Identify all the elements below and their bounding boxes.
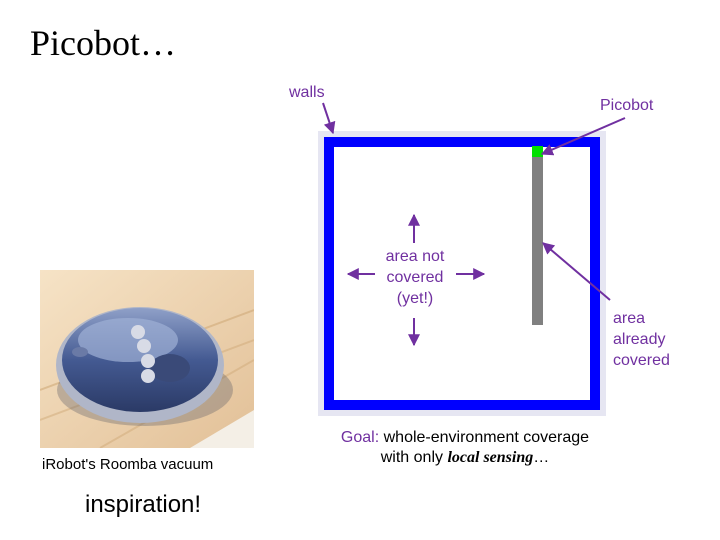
covered-line-2: already [613, 331, 666, 348]
roomba-photo [40, 270, 254, 448]
picobot-label: Picobot [600, 97, 654, 114]
not-covered-line-2: covered [386, 269, 444, 286]
covered-line-3: covered [613, 352, 670, 369]
goal-line-2: with only local sensing… [300, 448, 630, 468]
not-covered-label: area not covered (yet!) [370, 246, 460, 309]
inspiration-note: inspiration! [85, 491, 202, 518]
goal-ellipsis: … [533, 449, 550, 466]
covered-line-1: area [613, 310, 646, 327]
goal-statement: Goal: whole-environment coverage with on… [300, 428, 630, 468]
already-covered-label: area already covered [613, 308, 703, 371]
covered-area [532, 149, 543, 325]
slide-title: Picobot… [30, 23, 177, 63]
walls-arrow [322, 102, 336, 135]
not-covered-line-1: area not [385, 248, 445, 265]
not-covered-line-3: (yet!) [396, 290, 434, 307]
walls-label: walls [289, 84, 325, 101]
goal-text-1: whole-environment coverage [379, 429, 590, 446]
goal-text-2: with only [380, 449, 448, 466]
goal-emphasis: local sensing [447, 449, 534, 466]
photo-caption: iRobot's Roomba vacuum [42, 456, 214, 473]
picobot-arrow [540, 117, 626, 156]
goal-line-1: Goal: whole-environment coverage [300, 428, 630, 448]
covered-arrow [542, 242, 611, 301]
picobot-robot [532, 146, 543, 157]
goal-key: Goal: [340, 429, 380, 446]
